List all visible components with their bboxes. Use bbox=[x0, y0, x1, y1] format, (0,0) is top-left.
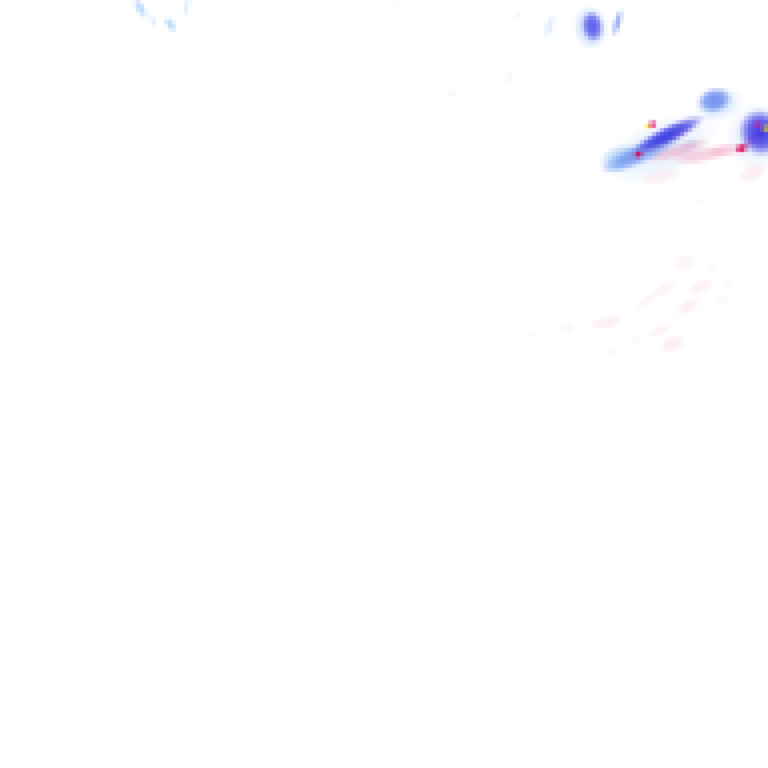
radar-reflectivity-canvas bbox=[0, 0, 768, 768]
radar-map-view: Radar Precipitation Type Map precip-type… bbox=[0, 0, 768, 768]
